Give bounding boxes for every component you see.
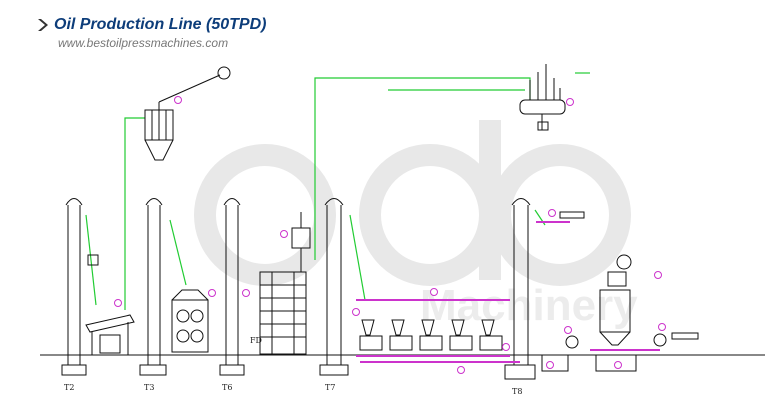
website-url: www.bestoilpressmachines.com xyxy=(58,36,229,50)
label-fd: FD xyxy=(250,336,262,345)
cyclone-separator xyxy=(144,66,231,161)
condenser-unit xyxy=(519,64,566,131)
watermark-subtext: Machinery xyxy=(420,281,638,330)
bucket-elevator-t6 xyxy=(219,198,245,376)
bucket-elevator-t3 xyxy=(139,198,167,376)
bucket-elevator-t2 xyxy=(61,198,87,376)
bucket-elevator-t8 xyxy=(504,198,536,380)
page-title: Oil Production Line (50TPD) xyxy=(54,16,267,33)
chevron-right-icon xyxy=(38,19,48,31)
cleaning-sieve xyxy=(85,254,135,355)
filter-tank-group xyxy=(541,211,699,372)
header: Oil Production Line (50TPD) www.bestoilp… xyxy=(36,16,266,50)
watermark-logo xyxy=(194,120,631,286)
label-t6: T6 xyxy=(222,383,232,392)
circle-marker-icon-group xyxy=(114,96,666,374)
cooker-unit xyxy=(171,289,209,353)
oil-press-row xyxy=(359,319,503,351)
steamer-tower xyxy=(259,212,311,355)
label-t7: T7 xyxy=(325,383,335,392)
label-t3: T3 xyxy=(144,383,154,392)
label-t8: T8 xyxy=(512,387,522,396)
magenta-conveyors xyxy=(356,221,660,363)
title-row: Oil Production Line (50TPD) xyxy=(36,16,266,34)
label-t2: T2 xyxy=(64,383,74,392)
bucket-elevator-t7 xyxy=(319,198,349,376)
